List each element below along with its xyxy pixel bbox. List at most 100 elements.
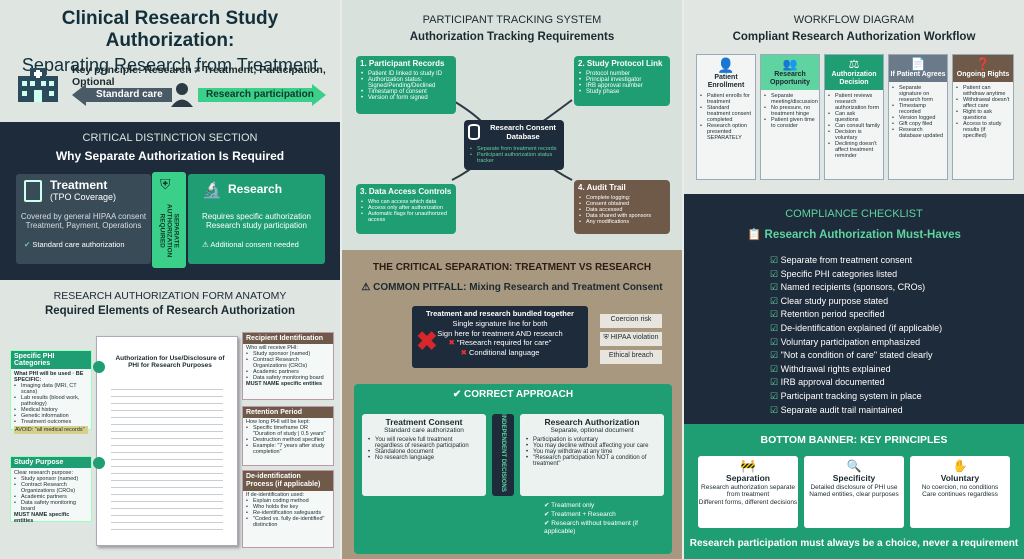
risk-ethical: Ethical breach bbox=[600, 350, 662, 364]
main-title: Clinical Research Study Authorization: S… bbox=[0, 8, 340, 75]
checklist-item: ☑ Separate audit trail maintained bbox=[770, 404, 1010, 418]
critical-subtitle: Why Separate Authorization Is Required bbox=[55, 149, 285, 163]
document-icon: 📄 bbox=[910, 57, 926, 71]
checklist-item-label: Clear study purpose stated bbox=[780, 295, 889, 306]
check-icon: ✔ bbox=[544, 510, 552, 518]
data-access-box: 3. Data Access Controls Who can access w… bbox=[356, 184, 456, 234]
list-item: No pressure, no treatment hinge bbox=[764, 105, 816, 117]
x-icon: ✖ bbox=[460, 348, 469, 357]
list-item: Academic partners bbox=[14, 494, 88, 500]
checklist-item: ☑ Clear study purpose stated bbox=[770, 295, 1010, 309]
banner-header: BOTTOM BANNER: KEY PRINCIPLES bbox=[760, 434, 948, 446]
outcome-options: ✔ Treatment only ✔ Treatment + Research … bbox=[544, 502, 664, 537]
correct-approach-title: ✔ CORRECT APPROACH bbox=[354, 389, 672, 400]
main-title-line2: Separating Research from Treatment bbox=[21, 54, 319, 75]
recipient-box: Recipient Identification Who will receiv… bbox=[242, 332, 334, 400]
workflow-step-title: Research Opportunity bbox=[769, 71, 811, 87]
checkbox-icon: ☑ bbox=[770, 390, 781, 401]
list-item: Contract Research Organizations (CROs) bbox=[246, 357, 330, 369]
checklist-item-label: Separate from treatment consent bbox=[780, 255, 913, 265]
separate-authorization-bar: ⛨ SEPARATE AUTHORIZATION REQUIRED bbox=[152, 172, 186, 268]
treatment-card: Treatment (TPO Coverage) Covered by gene… bbox=[16, 174, 151, 264]
recipient-title: Recipient Identification bbox=[243, 333, 333, 344]
people-icon: 👥 bbox=[782, 57, 798, 71]
anatomy-subtitle: Required Elements of Research Authorizat… bbox=[44, 305, 296, 317]
research-authorization-subtitle: Separate, optional document bbox=[550, 427, 634, 434]
list-item: Genetic information bbox=[14, 413, 88, 419]
treatment-subtitle: (TPO Coverage) bbox=[50, 192, 117, 202]
recipient-list: Study sponsor (named) Contract Research … bbox=[243, 351, 333, 381]
study-protocol-title: 2. Study Protocol Link bbox=[578, 59, 663, 68]
microscope-icon: 🔬 bbox=[202, 182, 222, 199]
main-title-line1: Clinical Research Study Authorization: bbox=[61, 8, 279, 51]
list-item: Research option presented SEPARATELY bbox=[700, 123, 752, 141]
critical-header: CRITICAL DISTINCTION SECTION bbox=[82, 132, 258, 144]
research-authorization-title: Research Authorization bbox=[544, 417, 640, 427]
risk-coercion: Coercion risk bbox=[600, 314, 662, 328]
list-item: Contract Research Organizations (CROs) bbox=[14, 482, 88, 494]
list-item: IRB approval number bbox=[579, 83, 665, 89]
separation-header: THE CRITICAL SEPARATION: TREATMENT VS RE… bbox=[372, 262, 652, 273]
checkbox-icon: ☑ bbox=[770, 350, 781, 361]
phi-categories-intro: What PHI will be used · BE SPECIFIC: bbox=[14, 371, 84, 383]
bundled-consent-line1: Single signature line for both bbox=[452, 318, 548, 328]
list-item: Academic partners bbox=[246, 369, 330, 375]
bundled-consent-line4: ✖ Conditional language bbox=[412, 348, 588, 358]
list-item: Can ask questions bbox=[828, 111, 880, 123]
checklist-item: ☑ IRB approval documented bbox=[770, 376, 1010, 390]
checklist-item: ☑ Participant tracking system in place bbox=[770, 390, 1010, 404]
workflow-subtitle: Compliant Research Authorization Workflo… bbox=[732, 31, 976, 43]
checklist-item-label: Participant tracking system in place bbox=[780, 390, 922, 401]
checklist-item: ☑ Named recipients (sponsors, CROs) bbox=[770, 281, 1010, 295]
participant-records-list: Patient ID linked to study ID Authorizat… bbox=[356, 71, 456, 101]
person-icon: 👤 bbox=[717, 57, 735, 73]
bundled-consent-title: Treatment and research bundled together bbox=[426, 309, 574, 318]
study-purpose-must: MUST NAME specific entities bbox=[14, 512, 70, 524]
principle-specificity-line2: Named entities, clear purposes bbox=[809, 491, 899, 499]
shield-icon: ⛨ bbox=[160, 176, 171, 192]
phi-avoid-note: AVOID: "all medical records" bbox=[14, 426, 88, 434]
checklist-item-label: Specific PHI categories listed bbox=[780, 268, 898, 279]
list-item: Medical history bbox=[14, 407, 88, 413]
workflow-step-4: 📄 If Patient Agrees Separate signature o… bbox=[888, 54, 948, 180]
retention-title: Retention Period bbox=[243, 407, 333, 418]
list-item: Principal investigator bbox=[579, 77, 665, 83]
checkbox-icon: ☑ bbox=[770, 255, 781, 265]
study-purpose-intro: Clear research purpose: bbox=[14, 470, 74, 476]
deidentification-list: Explain coding method Who holds the key … bbox=[243, 498, 333, 528]
list-item: Declining doesn't affect treatment remin… bbox=[828, 141, 880, 159]
check-icon: ✔ bbox=[544, 502, 552, 509]
research-authorization-list: Participation is voluntary You may decli… bbox=[520, 434, 664, 467]
list-item: Example: "7 years after study completion… bbox=[246, 443, 330, 455]
risk-ethical-label: Ethical breach bbox=[608, 352, 654, 359]
consent-database-title: Research Consent Database bbox=[490, 123, 556, 141]
treatment-badge: ✔ Standard care authorization bbox=[24, 240, 144, 249]
study-purpose-list: Study sponsor (named) Contract Research … bbox=[11, 476, 91, 512]
checkbox-icon: ☑ bbox=[770, 404, 781, 415]
database-icon bbox=[468, 124, 480, 140]
checklist-item-label: Separate audit trail maintained bbox=[780, 404, 903, 415]
audit-trail-title: 4. Audit Trail bbox=[578, 183, 626, 192]
tracking-subtitle: Authorization Tracking Requirements bbox=[409, 31, 615, 43]
hospital-icon bbox=[14, 64, 62, 104]
checklist-item: ☑ Separate from treatment consent bbox=[770, 254, 1010, 268]
principle-separation-line2: Different forms, different decisions bbox=[698, 499, 798, 507]
list-item: Withdrawal doesn't affect care bbox=[956, 97, 1010, 109]
treatment-desc-line1: Covered by general HIPAA consent bbox=[20, 212, 147, 221]
checklist-item-label: Named recipients (sponsors, CROs) bbox=[780, 282, 926, 293]
checklist-item-label: "Not a condition of care" stated clearly bbox=[780, 350, 933, 361]
checklist-item-label: Voluntary participation emphasized bbox=[780, 336, 921, 347]
treatment-badge-label: Standard care authorization bbox=[32, 240, 125, 249]
principle-voluntary: ✋ Voluntary No coercion, no conditions C… bbox=[910, 456, 1010, 528]
list-item: Study phase bbox=[579, 89, 665, 95]
barrier-icon: 🚧 bbox=[740, 459, 756, 473]
option-research-only: ✔ Research without treatment (if applica… bbox=[544, 520, 664, 538]
workflow-step-list: Separate signature on research form Time… bbox=[889, 82, 947, 139]
correct-approach-panel: ✔ CORRECT APPROACH Treatment Consent Sta… bbox=[354, 384, 672, 554]
key-principle: Key principle: Research ≠ Treatment, Par… bbox=[72, 64, 326, 88]
list-item: Access only after authorization bbox=[361, 205, 451, 211]
deidentification-title: De-identification Process (if applicable… bbox=[243, 471, 333, 492]
checkbox-icon: ☑ bbox=[770, 363, 781, 374]
checklist-item: ☑ Withdrawal rights explained bbox=[770, 363, 1010, 377]
list-item: Automatic flags for unauthorized access bbox=[361, 211, 451, 223]
